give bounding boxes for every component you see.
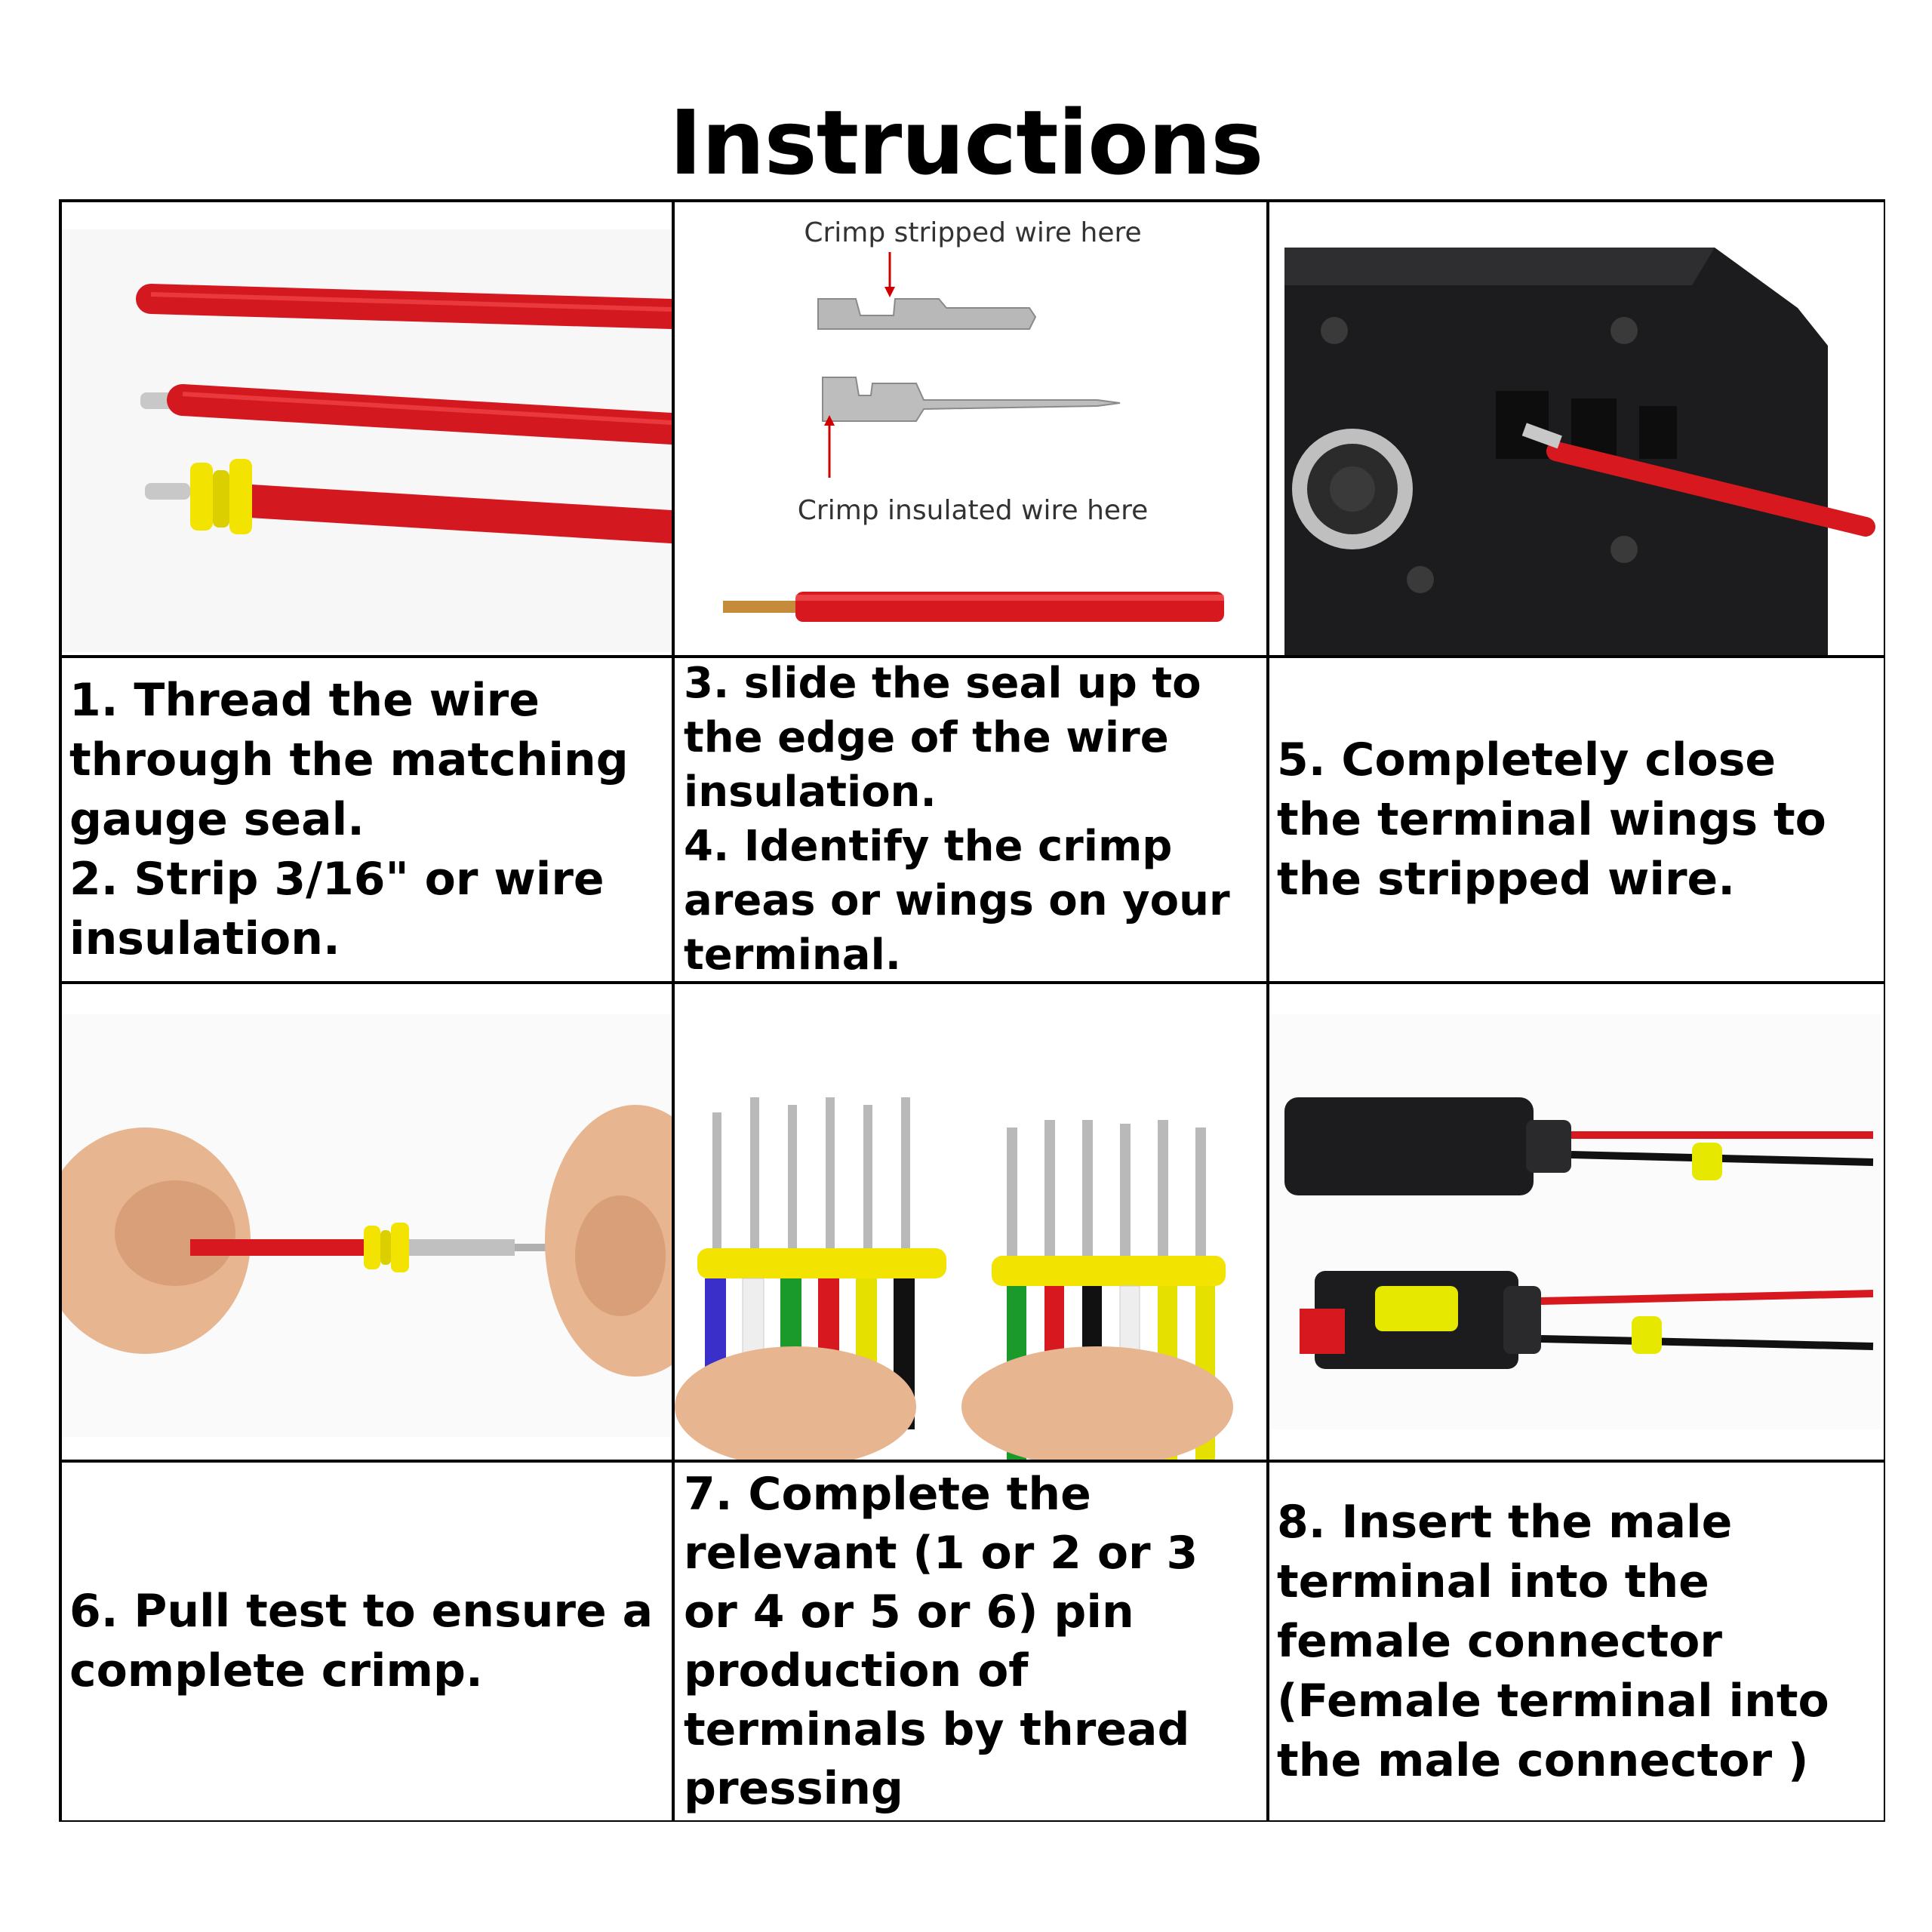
- step-1: 1. Thread the wire through the matching …: [69, 673, 629, 846]
- step-6-text: 6. Pull test to ensure a complete crimp.: [62, 1463, 675, 1820]
- step-7-text: 7. Complete the relevant (1 or 2 or 3 or…: [675, 1463, 1269, 1820]
- step-5: 5. Completely close the terminal wings t…: [1277, 733, 1826, 906]
- instructions-table: Crimp stripped wire here Crimp insulated…: [59, 199, 1885, 1822]
- step-2: 2. Strip 3/16" or wire insulation.: [69, 852, 605, 965]
- image-pin-bundles: [675, 984, 1269, 1463]
- image-wires-seal: [62, 202, 675, 658]
- crimp-insulated-label: Crimp insulated wire here: [798, 495, 1148, 526]
- crimp-stripped-label: Crimp stripped wire here: [804, 217, 1141, 248]
- step-3: 3. slide the seal up to the edge of the …: [684, 659, 1201, 817]
- step-3-4-text: 3. slide the seal up to the edge of the …: [675, 658, 1269, 984]
- step-8: 8. Insert the male terminal into the fem…: [1277, 1495, 1829, 1787]
- image-crimping-tool: [1269, 202, 1884, 658]
- step-4: 4. Identify the crimp areas or wings on …: [684, 822, 1230, 980]
- image-pull-test: [62, 984, 675, 1463]
- image-terminal-diagram: Crimp stripped wire here Crimp insulated…: [675, 202, 1269, 658]
- image-connectors: [1269, 984, 1884, 1463]
- step-6: 6. Pull test to ensure a complete crimp.: [69, 1585, 654, 1697]
- page-title: Instructions: [669, 91, 1264, 195]
- step-1-2-text: 1. Thread the wire through the matching …: [62, 658, 675, 984]
- step-7: 7. Complete the relevant (1 or 2 or 3 or…: [684, 1468, 1198, 1815]
- step-5-text: 5. Completely close the terminal wings t…: [1269, 658, 1884, 984]
- step-8-text: 8. Insert the male terminal into the fem…: [1269, 1463, 1884, 1820]
